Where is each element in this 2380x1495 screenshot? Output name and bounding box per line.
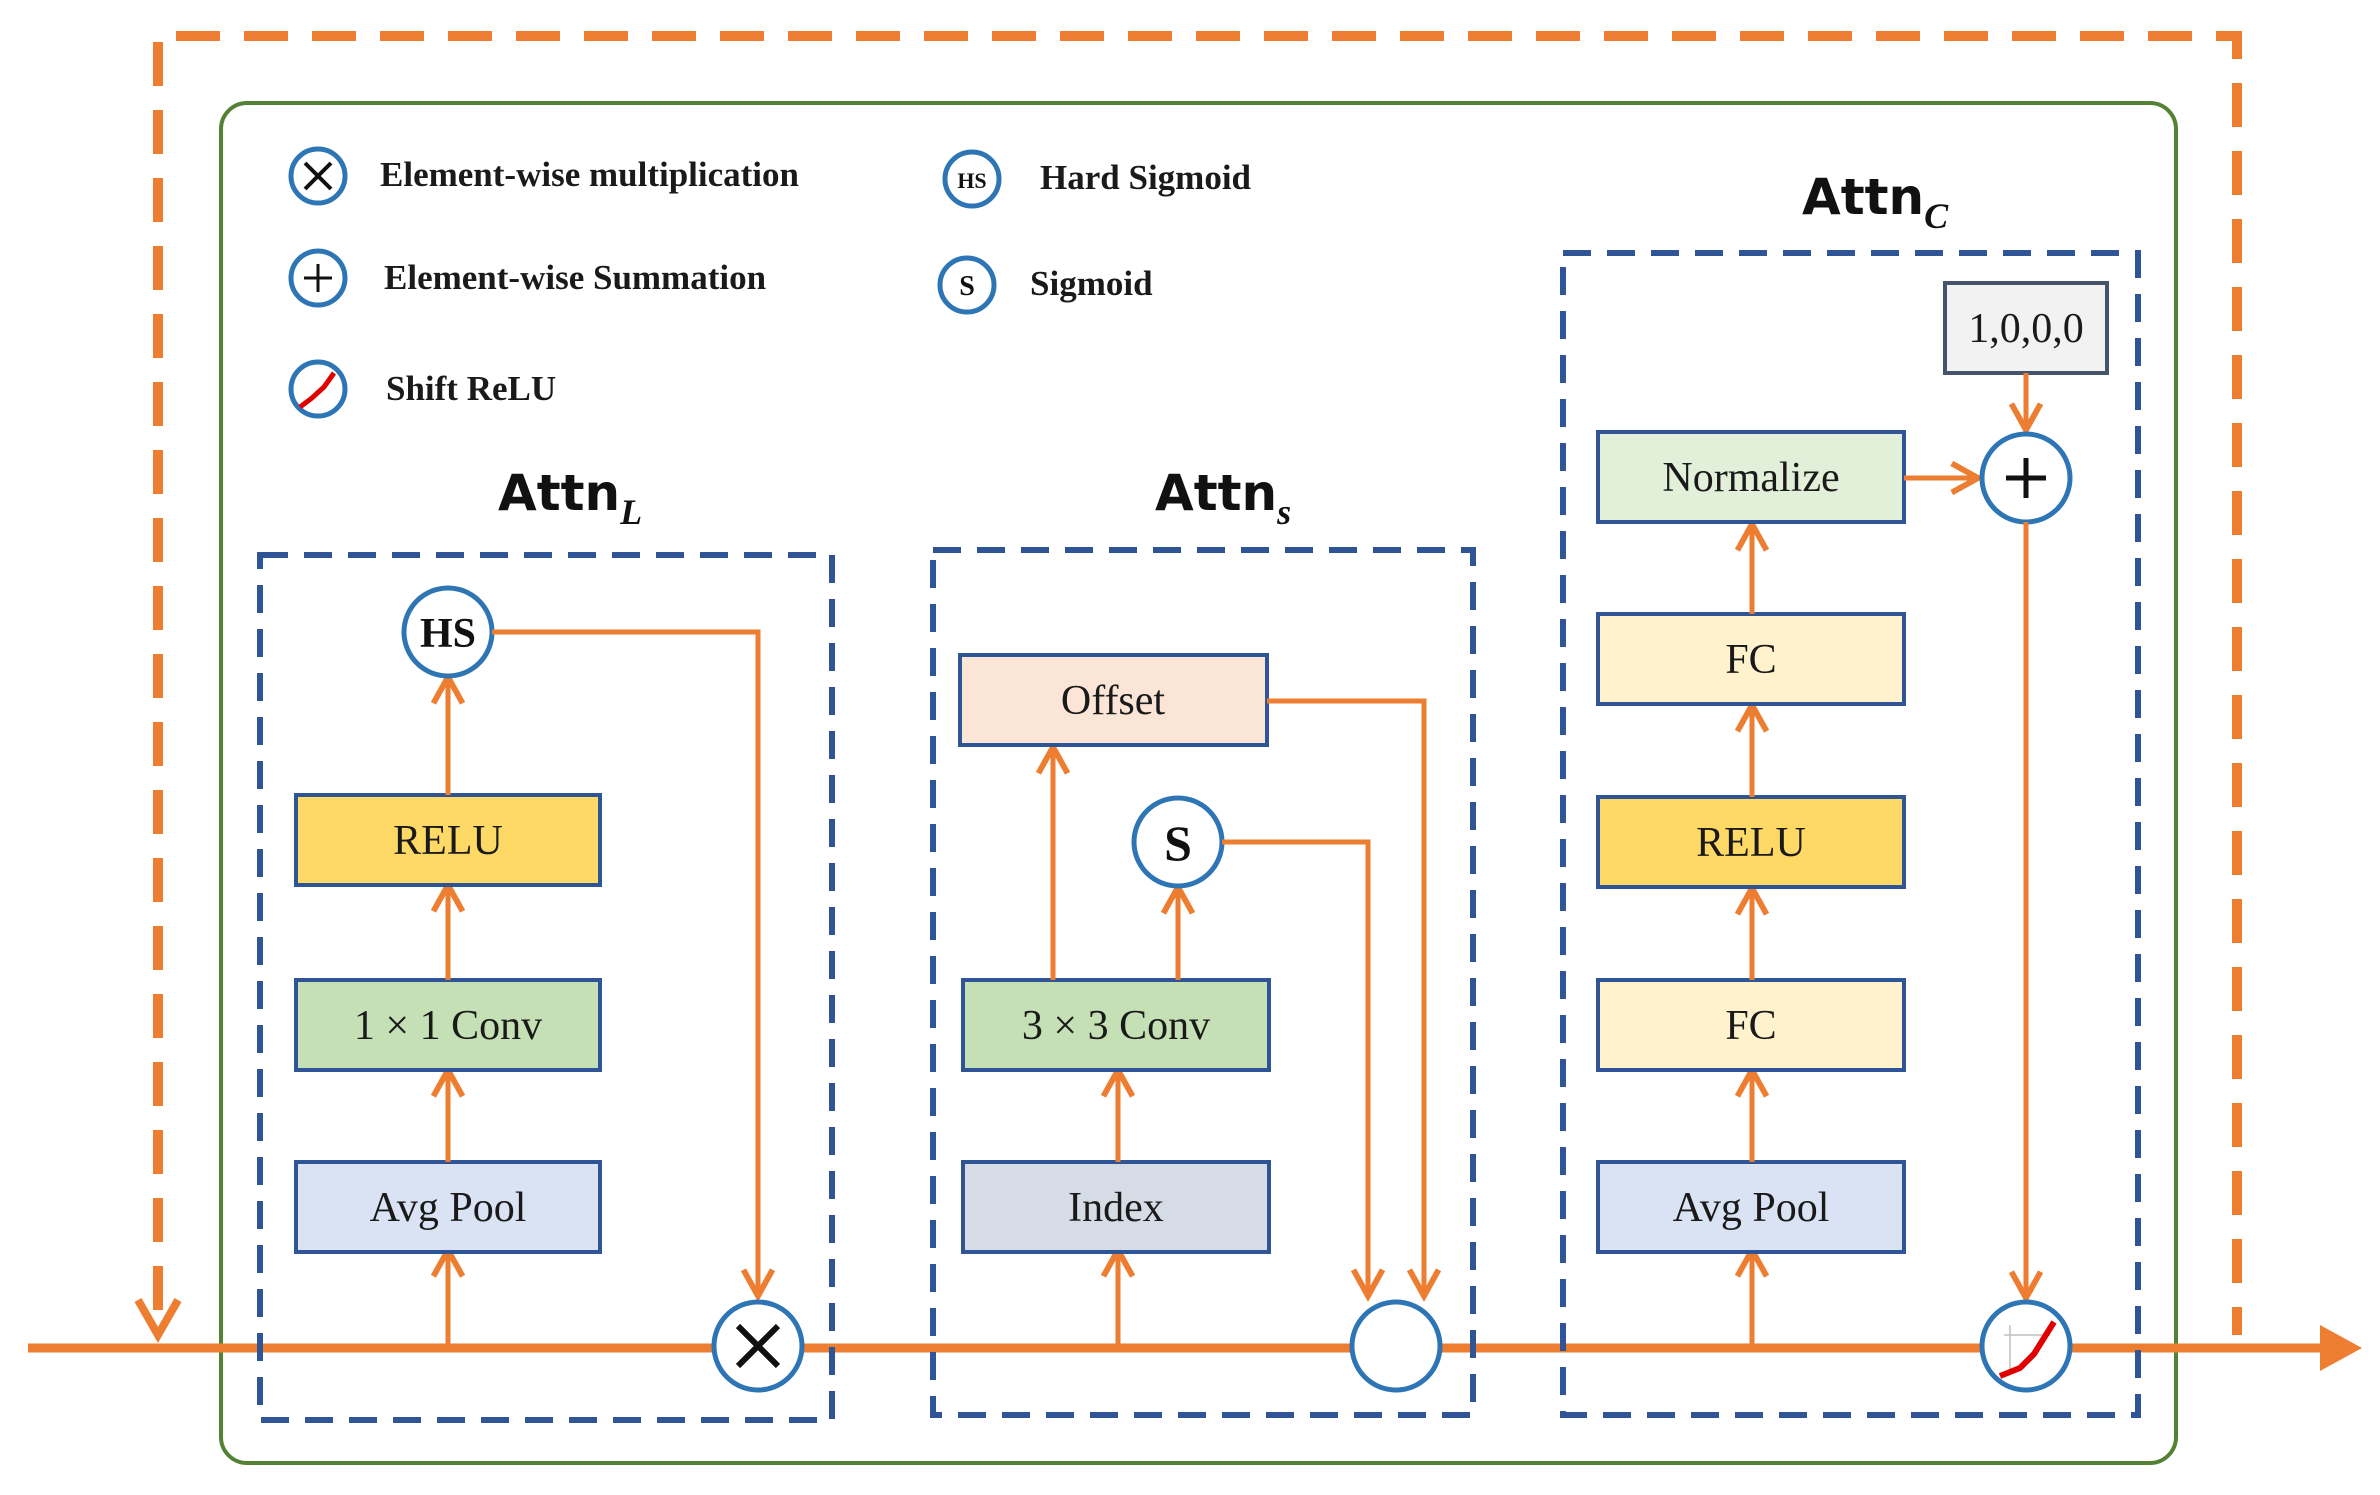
attn-s-arrow-offset-out [1267,698,1424,1296]
attn-s-dashed-box [930,547,1476,1418]
legend-sigmoid: S Sigmoid [937,255,1153,315]
shift-relu-icon [288,359,348,419]
attn-l-block: AttnL Avg Pool 1 × 1 Conv RELU HS [257,464,835,1423]
attn-c-fc-top-label: FC [1725,637,1776,683]
attn-s-index-box [961,1160,1271,1254]
attn-s-conv-box [961,978,1271,1072]
attn-c-avgpool-label: Avg Pool [1673,1185,1830,1231]
attn-c-init-box [1943,281,2109,375]
attn-l-multiply-icon [735,1323,781,1369]
main-flow-arrowhead [2320,1325,2362,1371]
attn-l-avgpool-label: Avg Pool [370,1185,527,1231]
skip-arrowhead [134,1298,182,1344]
attn-c-shift-relu-icon [1998,1320,2057,1379]
attn-c-shift-relu-node [1979,1299,2073,1393]
attn-l-avgpool-box [294,1160,602,1254]
legend-shift-relu-label: Shift ReLU [386,369,556,408]
legend-summation-label: Element-wise Summation [384,258,766,297]
attn-c-title: AttnC [1802,168,1949,236]
legend-hard-sigmoid-label: Hard Sigmoid [1040,158,1252,197]
attn-c-fc-bottom-box [1596,978,1906,1072]
legend-summation: Element-wise Summation [288,248,766,308]
skip-connection [153,31,2242,1335]
attn-s-sampling-node [1349,1299,1443,1393]
legend-hs-symbol: HS [957,168,986,193]
attn-s-offset-box [958,653,1269,747]
attn-c-init-label: 1,0,0,0 [1968,306,2084,352]
attn-s-index-label: Index [1068,1185,1164,1231]
module-frame [219,101,2178,1465]
attn-c-relu-label: RELU [1696,820,1806,866]
attn-s-arrow-sigmoid-out [1222,839,1368,1296]
attn-s-conv-label: 3 × 3 Conv [1022,1003,1210,1049]
attn-c-fc-bottom-label: FC [1725,1003,1776,1049]
attn-l-arrow-hs-multiply [492,629,758,1296]
attn-c-fc-top-box [1596,612,1906,706]
hard-sigmoid-icon [942,149,1002,209]
attn-c-plus-icon [2006,458,2046,498]
legend: Element-wise multiplication Element-wise… [288,146,1252,419]
attn-l-hs-symbol: HS [420,611,476,657]
attn-s-s-symbol: S [1164,815,1192,871]
attn-c-normalize-label: Normalize [1662,455,1839,501]
attn-l-conv-box [294,978,602,1072]
attn-c-avgpool-box [1596,1160,1906,1254]
sigmoid-icon [937,255,997,315]
attn-c-dashed-box [1560,250,2141,1418]
attn-c-normalize-box [1596,430,1906,524]
legend-shift-relu: Shift ReLU [288,359,556,419]
legend-sigmoid-label: Sigmoid [1030,264,1153,303]
legend-s-symbol: S [959,271,975,302]
attn-s-offset-label: Offset [1061,678,1166,724]
attn-l-conv-label: 1 × 1 Conv [354,1003,542,1049]
attn-c-shift-relu-grid [2004,1325,2050,1370]
legend-hard-sigmoid: HS Hard Sigmoid [942,149,1252,209]
attn-s-block: Attns Index 3 × 3 Conv Offset S [930,464,1476,1418]
attn-l-relu-label: RELU [393,818,503,864]
attn-c-block: AttnC Avg Pool FC RELU FC Normalize 1,0,… [1560,168,2141,1418]
attn-l-title: AttnL [498,464,642,532]
attn-s-title: Attns [1155,464,1291,532]
attn-l-dashed-box [257,552,835,1423]
attn-c-relu-box [1596,795,1906,889]
attn-l-relu-box [294,793,602,887]
legend-multiplication: Element-wise multiplication [288,146,799,206]
legend-multiplication-label: Element-wise multiplication [380,155,799,194]
